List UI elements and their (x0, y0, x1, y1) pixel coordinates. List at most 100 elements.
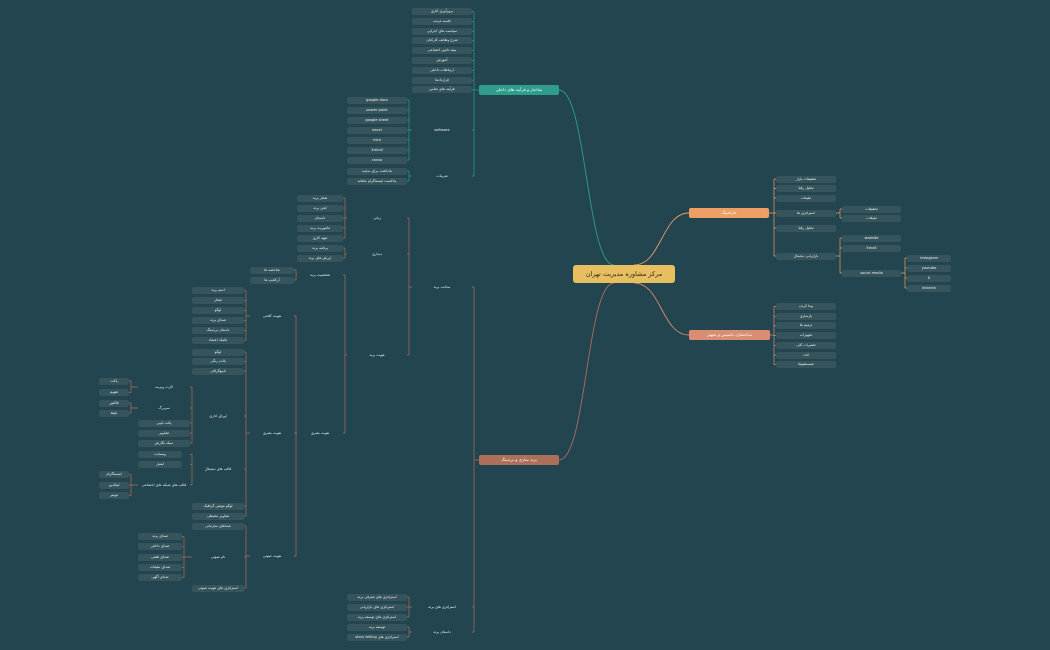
identity-label[interactable]: هویت بصری (310, 430, 330, 435)
internal-item[interactable]: بیمه تامین اجتماعی (412, 47, 472, 55)
stationery-sub-label[interactable]: کارت ویزیت (154, 384, 174, 389)
language-item[interactable]: لحن برند (297, 204, 343, 212)
buildings-item[interactable]: تجهیزات (776, 332, 836, 340)
strategy-item[interactable]: استراتژی های توسعه برند (347, 613, 407, 621)
languages-label[interactable]: زبانی (373, 215, 381, 220)
training-label[interactable]: تمرینات (436, 173, 448, 178)
buildings-item[interactable]: ترمیم ها (776, 322, 836, 330)
web-item[interactable]: وبسایت (138, 451, 182, 458)
verbal-item[interactable]: صدای برند (192, 317, 244, 324)
visual-item[interactable]: تایپوگرافی (192, 367, 244, 375)
guide-item[interactable]: پالت تایپی (138, 419, 190, 427)
visual-identity-label[interactable]: هویت بصری (262, 430, 282, 435)
digital-item[interactable]: Email (842, 244, 901, 252)
jingle-item[interactable]: صدای تلفنی (138, 553, 182, 561)
strategy-item[interactable]: استراتژی های بازاریابی (347, 603, 407, 611)
visual-item[interactable]: پالت رنگی (192, 358, 244, 365)
language-item[interactable]: داستان (297, 214, 343, 222)
marketing-item[interactable]: تحلیل رقبا (776, 185, 836, 192)
root-node[interactable]: مرکز مشاوره مدیریت تهران (573, 265, 675, 283)
language-item[interactable]: شعار برند (297, 194, 343, 202)
verbal-label[interactable]: هویت کلامی (262, 313, 282, 318)
language-item[interactable]: برنامه برند (297, 244, 343, 252)
marketing-branch[interactable]: مارکتینگ (689, 208, 769, 218)
buildings-item[interactable]: اثاث (776, 351, 836, 359)
software-item[interactable]: miro (347, 136, 407, 144)
verbal-item[interactable]: داستان برندینگ (192, 327, 244, 334)
personality-label[interactable]: شخصیت برند (309, 272, 331, 277)
visual-item[interactable]: لوگو (192, 348, 244, 356)
web-templates-label[interactable]: قالب های دیجیتال (204, 466, 232, 471)
digital-item[interactable]: social media (842, 269, 901, 277)
social-item[interactable]: X (907, 274, 951, 282)
marketing-item[interactable]: تحلیل رقبا (776, 224, 836, 232)
software-item[interactable]: google sheet (347, 116, 407, 124)
verbal-item[interactable]: لوگو (192, 307, 244, 314)
buildings-item[interactable]: شستشوها (776, 361, 836, 369)
audio-item[interactable]: صداهای سازمانی (192, 522, 244, 530)
verbal-item[interactable]: شعار (192, 297, 244, 304)
stationery-leaf[interactable]: بلیط (99, 409, 129, 417)
marketing-item[interactable]: تبلیغات (776, 194, 836, 202)
jingle-item[interactable]: صدای داخلی (138, 543, 182, 551)
marketing-item[interactable]: بازاریابی دیجیتال (776, 252, 836, 260)
verbal-item[interactable]: تکنیک اعتماد (192, 337, 244, 344)
story-item[interactable]: استراتژی های story telling (347, 633, 407, 641)
marketing-item[interactable]: تحقیقات بازار (776, 175, 836, 183)
internal-item[interactable]: آموزش (412, 57, 472, 64)
guide-item[interactable]: سبک نگارش (138, 439, 190, 447)
internal-item[interactable]: فرآیند های تماس (412, 86, 472, 94)
visual-item[interactable]: تصاویر محیطی (192, 512, 244, 520)
language-item[interactable]: ارزش های برند (297, 254, 343, 262)
internal-item[interactable]: جلسه مرتب (412, 17, 472, 25)
brand-branch[interactable]: برند سازی و برندینگ (479, 455, 559, 465)
jingle-item[interactable]: صدای آگهی (138, 574, 182, 582)
stationery-leaf[interactable]: پاکت (99, 377, 129, 385)
social-leaf[interactable]: اینستاگرام (99, 471, 129, 478)
buildings-item[interactable]: پیدا کردن (776, 303, 836, 310)
buildings-item[interactable]: بازسازی (776, 312, 836, 320)
internal-item[interactable]: سیاست های اجرایی (412, 27, 472, 35)
strategy-item[interactable]: استراتژی های معرفی برند (347, 593, 407, 601)
verbal-item[interactable]: اسم برند (192, 287, 244, 294)
strategy-item[interactable]: تحقیقات (842, 205, 901, 213)
internal-item[interactable]: شرح وظایف کارکنان (412, 37, 472, 45)
internal-branch[interactable]: ساختار و فرآیند های داخلی (479, 85, 559, 95)
internal-item[interactable]: قراردادها (412, 76, 472, 84)
social-leaf[interactable]: لینکدین (99, 481, 129, 489)
software-label[interactable]: software (434, 127, 450, 132)
story-label[interactable]: داستان برند (433, 629, 451, 634)
internal-item[interactable]: ارتباطات داخلی (412, 66, 472, 74)
jingle-label[interactable]: نام صوتی (210, 554, 226, 559)
social-item[interactable]: instagram (907, 254, 951, 262)
language-item[interactable]: تعهد کاری (297, 234, 343, 242)
social-leaf[interactable]: توییتر (99, 492, 129, 499)
social-templates-label[interactable]: قالب های شبکه های اجتماعی (141, 482, 187, 487)
buildings-item[interactable]: تعمیرات کلی (776, 341, 836, 349)
brand-name-label[interactable]: ساخت برند (433, 284, 451, 289)
brand-dna-label[interactable]: هویت برند (369, 352, 385, 357)
marketing-item[interactable]: استراتژی ها (776, 209, 836, 217)
stationery-label[interactable]: اوراق اداری (209, 413, 227, 418)
training-item[interactable]: یادداشت برای سایت (347, 167, 407, 175)
social-item[interactable]: linkedin (907, 284, 951, 292)
digital-item[interactable]: website (842, 234, 901, 242)
language-item[interactable]: ماموریت برند (297, 224, 343, 232)
personality-item[interactable]: آرکتایپ ها (250, 276, 294, 284)
software-item[interactable]: excel (347, 126, 407, 134)
visual-label[interactable]: دیداری (371, 251, 383, 256)
personality-item[interactable]: شاخصه ها (250, 266, 294, 274)
stationery-sub-label[interactable]: سربرگ (158, 405, 170, 410)
jingle-item[interactable]: صدای تبلیغات (138, 563, 182, 571)
stationery-leaf[interactable]: فاکتور (99, 399, 129, 407)
jingle-item[interactable]: صدای برند (138, 533, 182, 540)
internal-item[interactable]: بروزآوری کاری (412, 8, 472, 15)
visual-item[interactable]: لوگو موشن گرافیک (192, 502, 244, 510)
guide-item[interactable]: تصاویر (138, 429, 190, 437)
software-item[interactable]: power point (347, 106, 407, 114)
software-item[interactable]: canva (347, 156, 407, 164)
software-item[interactable]: Xmind (347, 146, 407, 154)
audio-label[interactable]: هویت صوتی (262, 553, 282, 558)
training-item[interactable]: پادکست اینستاگرام ماهانه (347, 177, 407, 185)
audio-item[interactable]: استراتژی های هویت صوتی (192, 584, 244, 592)
